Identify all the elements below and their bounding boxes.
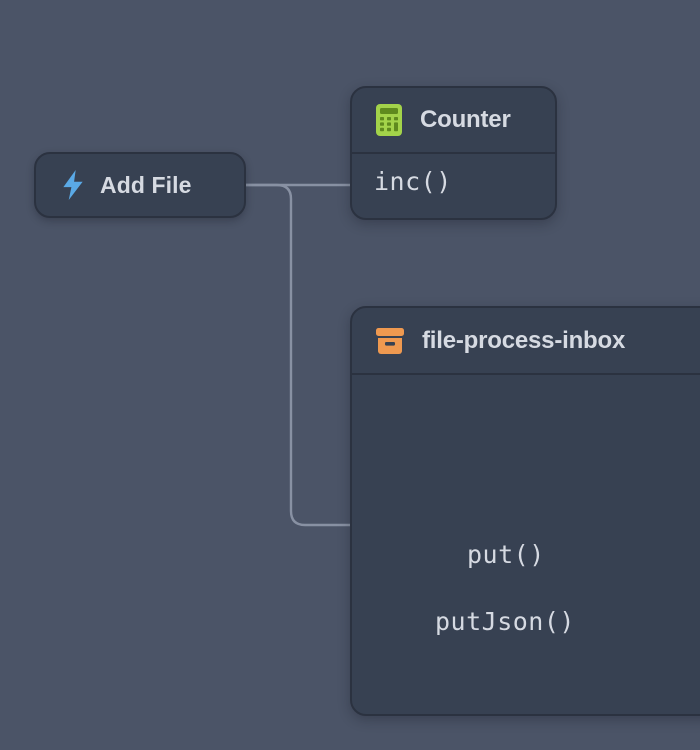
node-counter-header: Counter: [352, 88, 555, 154]
calculator-icon: [374, 103, 404, 137]
lightning-bolt-icon: [60, 170, 86, 200]
trigger-node-add-file[interactable]: Add File: [34, 152, 246, 218]
node-counter-body: inc(): [352, 154, 555, 208]
node-counter[interactable]: Counter inc(): [350, 86, 557, 220]
node-inbox-header: file-process-inbox: [352, 308, 700, 375]
archive-box-icon: [374, 325, 406, 357]
node-inbox-body: put() putJson(): [352, 375, 700, 714]
trigger-label: Add File: [100, 171, 192, 198]
node-counter-title: Counter: [420, 106, 511, 133]
node-file-process-inbox[interactable]: file-process-inbox put() putJson(): [350, 306, 700, 716]
method-row-inc[interactable]: inc(): [352, 154, 555, 208]
method-row-put[interactable]: put(): [352, 527, 700, 581]
method-label-inc: inc(): [374, 166, 452, 196]
method-label-put: put(): [467, 539, 545, 569]
method-row-putjson[interactable]: putJson(): [352, 594, 700, 648]
method-label-putjson: putJson(): [435, 606, 575, 636]
node-inbox-title: file-process-inbox: [422, 326, 626, 354]
